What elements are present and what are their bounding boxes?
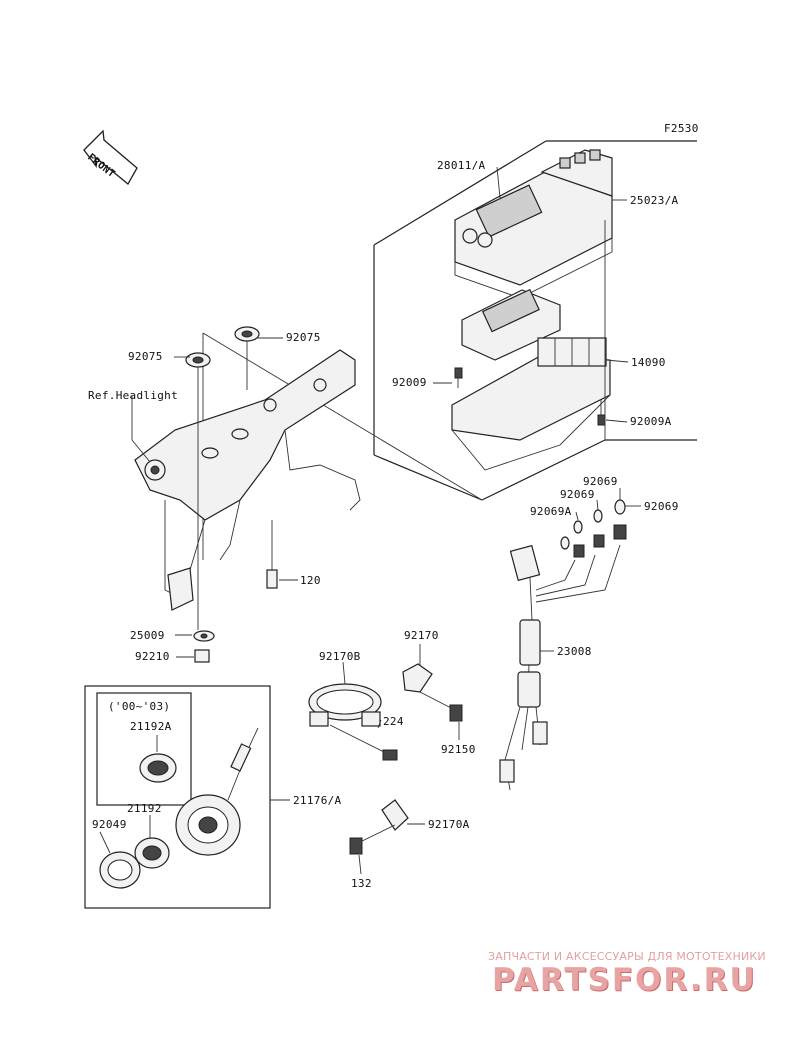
nut-92210 bbox=[194, 649, 210, 663]
clamp-92170b bbox=[308, 683, 398, 761]
year-range-label: ('00~'03) bbox=[108, 700, 171, 713]
grommet-92075-left bbox=[185, 352, 211, 368]
grommet-92075-right bbox=[234, 326, 260, 342]
key-cylinder-21192a bbox=[139, 753, 177, 783]
front-arrow-icon bbox=[83, 129, 138, 185]
part-label-92069-mid: 92069 bbox=[560, 488, 595, 501]
clamp-92170a bbox=[381, 799, 409, 831]
part-label-132: 132 bbox=[351, 877, 372, 890]
bulb-92069a bbox=[560, 536, 570, 550]
bolt-92150 bbox=[419, 691, 463, 722]
part-label-92049: 92049 bbox=[92, 818, 127, 831]
part-label-92210: 92210 bbox=[135, 650, 170, 663]
watermark-logo: PARTSFOR.RU bbox=[492, 962, 757, 998]
ring-92049 bbox=[99, 851, 141, 889]
figure-code: F2530 bbox=[664, 122, 699, 135]
part-label-21192: 21192 bbox=[127, 802, 162, 815]
part-label-92069-right: 92069 bbox=[644, 500, 679, 513]
part-label-23008: 23008 bbox=[557, 645, 592, 658]
part-label-92075-right: 92075 bbox=[286, 331, 321, 344]
part-label-92009: 92009 bbox=[392, 376, 427, 389]
part-label-21192a: 21192A bbox=[130, 720, 172, 733]
watermark-tagline: ЗАПЧАСТИ И АКСЕССУАРЫ ДЛЯ МОТОТЕХНИКИ bbox=[488, 950, 766, 963]
part-label-14090: 14090 bbox=[631, 356, 666, 369]
ignition-box bbox=[84, 685, 271, 909]
leader-lines bbox=[99, 166, 641, 875]
clamp-92170 bbox=[402, 663, 433, 693]
part-label-224: 224 bbox=[383, 715, 404, 728]
bulb-92069-1 bbox=[573, 520, 585, 558]
meter-unit bbox=[461, 288, 561, 361]
part-label-92069-top: 92069 bbox=[583, 475, 618, 488]
meter-bracket bbox=[134, 349, 361, 611]
screw-92009 bbox=[454, 367, 463, 388]
part-label-28011a: 28011/A bbox=[437, 159, 486, 172]
bolt-132 bbox=[349, 824, 396, 855]
ref-headlight-label: Ref.Headlight bbox=[88, 389, 178, 402]
washer-25009 bbox=[193, 630, 215, 642]
bolt-120 bbox=[266, 520, 278, 589]
bulb-92069-2 bbox=[593, 509, 605, 548]
part-label-92170a: 92170A bbox=[428, 818, 470, 831]
part-label-25009: 25009 bbox=[130, 629, 165, 642]
part-label-21176a: 21176/A bbox=[293, 794, 342, 807]
key-cylinder-21192 bbox=[134, 837, 170, 869]
part-label-92009a: 92009A bbox=[630, 415, 672, 428]
part-label-92170b: 92170B bbox=[319, 650, 361, 663]
meter-assembly-frame bbox=[202, 140, 697, 560]
meter-cover bbox=[454, 149, 613, 299]
ignition-switch bbox=[175, 727, 259, 856]
meter-case bbox=[451, 337, 611, 471]
part-label-92069a: 92069A bbox=[530, 505, 572, 518]
part-label-25023a: 25023/A bbox=[630, 194, 679, 207]
part-label-92075-left: 92075 bbox=[128, 350, 163, 363]
bulb-92069-3 bbox=[613, 499, 627, 540]
part-label-120: 120 bbox=[300, 574, 321, 587]
part-label-92170: 92170 bbox=[404, 629, 439, 642]
wiring-harness bbox=[499, 544, 621, 791]
part-label-92150: 92150 bbox=[441, 743, 476, 756]
